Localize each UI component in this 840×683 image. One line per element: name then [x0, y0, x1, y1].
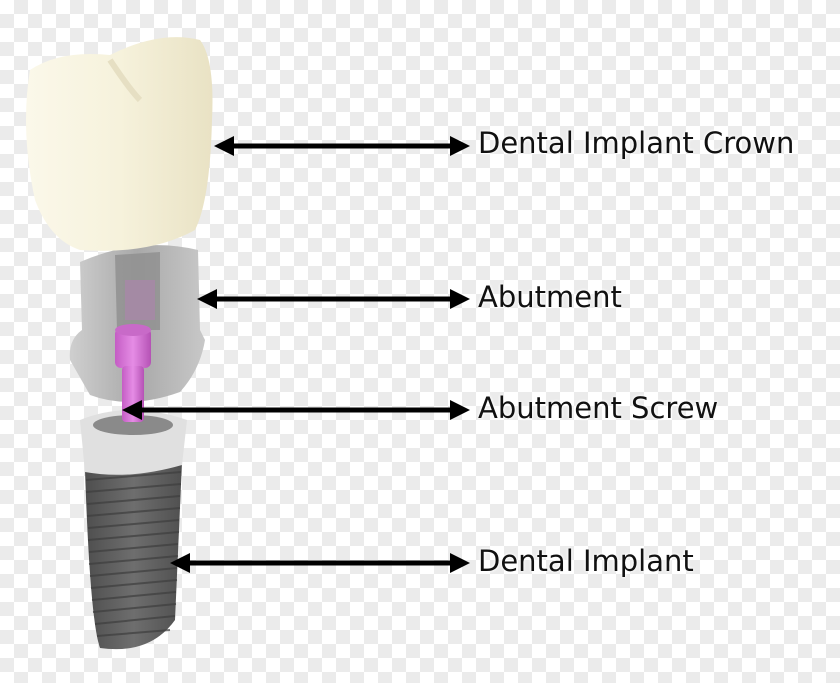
label-dental-implant: Dental Implant — [478, 544, 694, 578]
label-abutment-screw: Abutment Screw — [478, 391, 719, 425]
label-crown: Dental Implant Crown — [478, 126, 795, 160]
label-abutment: Abutment — [478, 280, 622, 314]
dental-implant — [80, 410, 187, 650]
abutment — [69, 245, 205, 402]
dental-implant-crown — [26, 37, 213, 251]
